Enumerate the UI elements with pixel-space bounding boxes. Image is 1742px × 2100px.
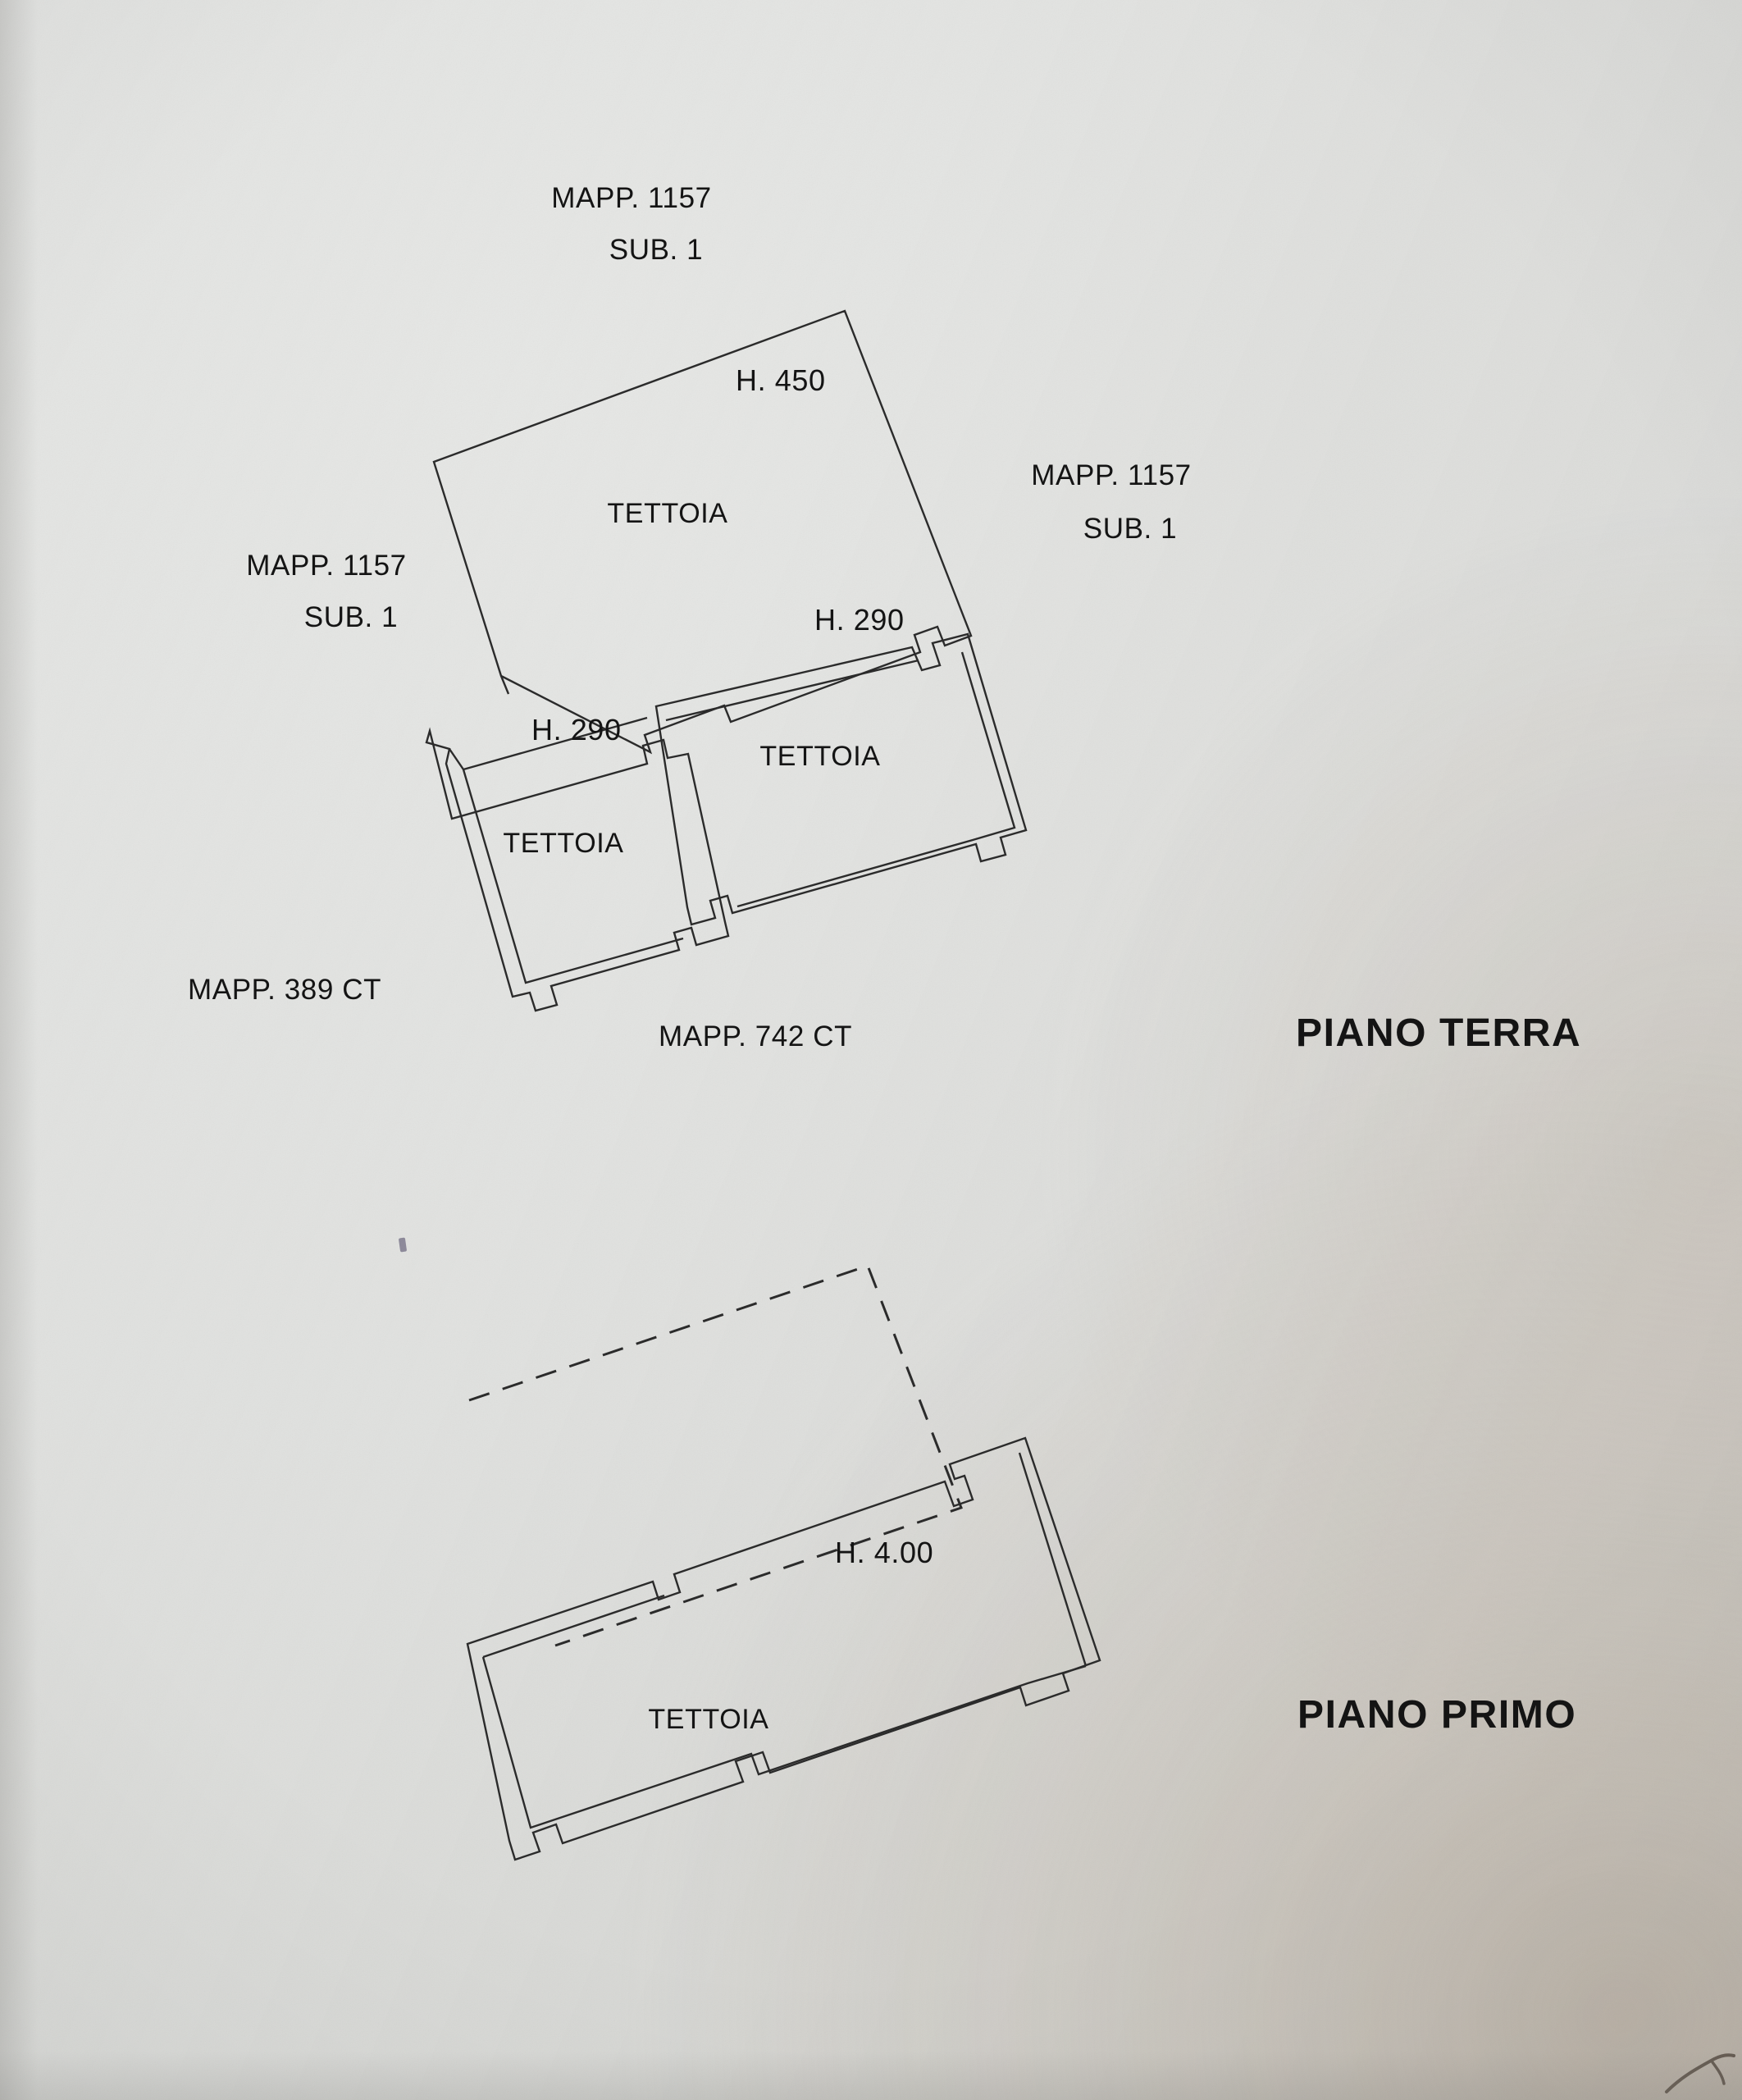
ground-floor-upper-tettoia-outline [432,309,973,755]
floor-title-ground: PIANO TERRA [1296,1011,1582,1055]
floor-title-first: PIANO PRIMO [1297,1693,1577,1737]
height-label-lower-right-tettoia: H. 290 [814,603,905,637]
parcel-label-right-line2: SUB. 1 [1083,513,1178,545]
room-label-upper-tettoia: TETTOIA [607,498,728,529]
parcel-label-bottom-center: MAPP. 742 CT [659,1020,853,1052]
parcel-label-right-line1: MAPP. 1157 [1031,459,1192,491]
parcel-label-left-line1: MAPP. 1157 [246,550,407,582]
parcel-label-left-line2: SUB. 1 [303,601,399,633]
height-label-first-floor-tettoia: H. 4.00 [835,1536,934,1569]
height-label-lower-left-tettoia: H. 290 [531,713,622,746]
ground-floor-lower-left-tettoia-outline [425,716,730,1012]
first-floor-tettoia-outline [466,1436,1101,1861]
parcel-label-top-line2: SUB. 1 [609,234,704,266]
room-label-first-floor-tettoia: TETTOIA [648,1704,769,1735]
ground-floor-lower-right-tettoia-outline [654,632,1028,926]
height-label-upper-tettoia: H. 450 [736,363,826,397]
room-label-lower-right-tettoia: TETTOIA [759,741,881,772]
parcel-label-bottom-left: MAPP. 389 CT [188,974,382,1006]
first-floor-dashed-projection [468,1264,963,1647]
parcel-label-top-line1: MAPP. 1157 [551,182,712,214]
room-label-lower-left-tettoia: TETTOIA [503,828,624,859]
